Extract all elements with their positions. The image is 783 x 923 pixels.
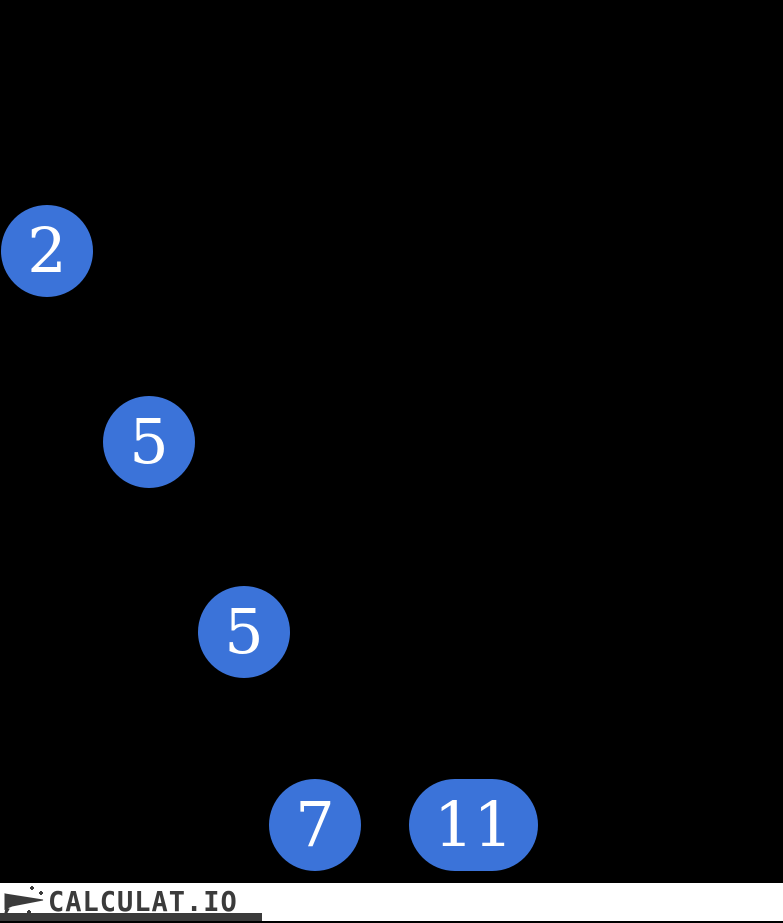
factor-node-value: 5 [129,405,169,478]
factor-node-7: 7 [269,779,361,871]
factor-node-5a: 5 [103,396,195,488]
factor-node-value: 5 [224,595,264,668]
logo-underline [0,913,262,921]
factor-node-2: 2 [1,205,93,297]
brand-footer: CALCULAT.IO [0,883,783,921]
factor-node-value: 7 [295,788,335,861]
factor-node-value: 2 [27,214,67,287]
factor-node-5b: 5 [198,586,290,678]
factor-node-11: 11 [409,779,538,871]
factor-node-value: 11 [434,788,513,861]
